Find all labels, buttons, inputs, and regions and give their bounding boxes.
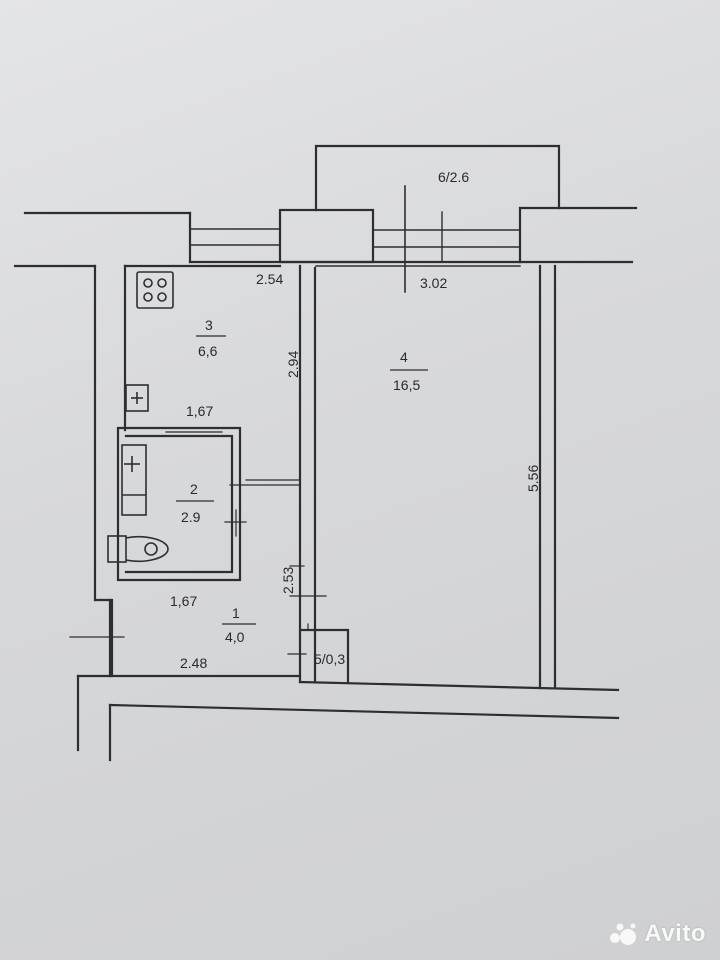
bottom-wall bbox=[108, 680, 620, 762]
hall-depth-dimension: 2.53 bbox=[280, 567, 296, 594]
stove-icon bbox=[136, 271, 174, 309]
hall-length-dimension: 2.48 bbox=[180, 655, 207, 671]
room-width-dimension: 3.02 bbox=[420, 275, 447, 291]
room-depth-dimension: 5.56 bbox=[525, 465, 541, 492]
toilet-icon bbox=[107, 535, 169, 563]
kitchen-area: 6,6 bbox=[198, 343, 218, 359]
kitchen-width-dimension: 2.54 bbox=[256, 271, 283, 287]
closet-label: 5/0,3 bbox=[314, 651, 345, 667]
bathroom-number: 2 bbox=[190, 481, 198, 497]
kitchen-number: 3 bbox=[205, 317, 213, 333]
hall-area: 4,0 bbox=[225, 629, 245, 645]
bathtub-icon bbox=[121, 444, 147, 516]
avito-watermark: Avito bbox=[608, 920, 706, 948]
kitchen-depth-dimension: 2.94 bbox=[285, 351, 301, 378]
avito-logo-icon bbox=[610, 923, 637, 945]
living-room-area: 16,5 bbox=[393, 377, 420, 393]
bath-width-dimension: 1,67 bbox=[186, 403, 213, 419]
balcony-outline bbox=[314, 144, 561, 293]
avito-watermark-text: Avito bbox=[644, 920, 706, 947]
top-exterior-wall bbox=[23, 206, 638, 264]
living-room-number: 4 bbox=[400, 349, 408, 365]
hall-width-dimension: 1,67 bbox=[170, 593, 197, 609]
bathroom-area: 2.9 bbox=[181, 509, 201, 525]
balcony-label: 6/2.6 bbox=[438, 169, 469, 185]
kitchen-sink-icon bbox=[125, 384, 149, 412]
bathroom-walls bbox=[116, 426, 301, 582]
left-exterior-wall bbox=[13, 264, 302, 752]
hall-number: 1 bbox=[232, 605, 240, 621]
closet-outline bbox=[287, 565, 350, 684]
interior-walls bbox=[110, 264, 557, 690]
